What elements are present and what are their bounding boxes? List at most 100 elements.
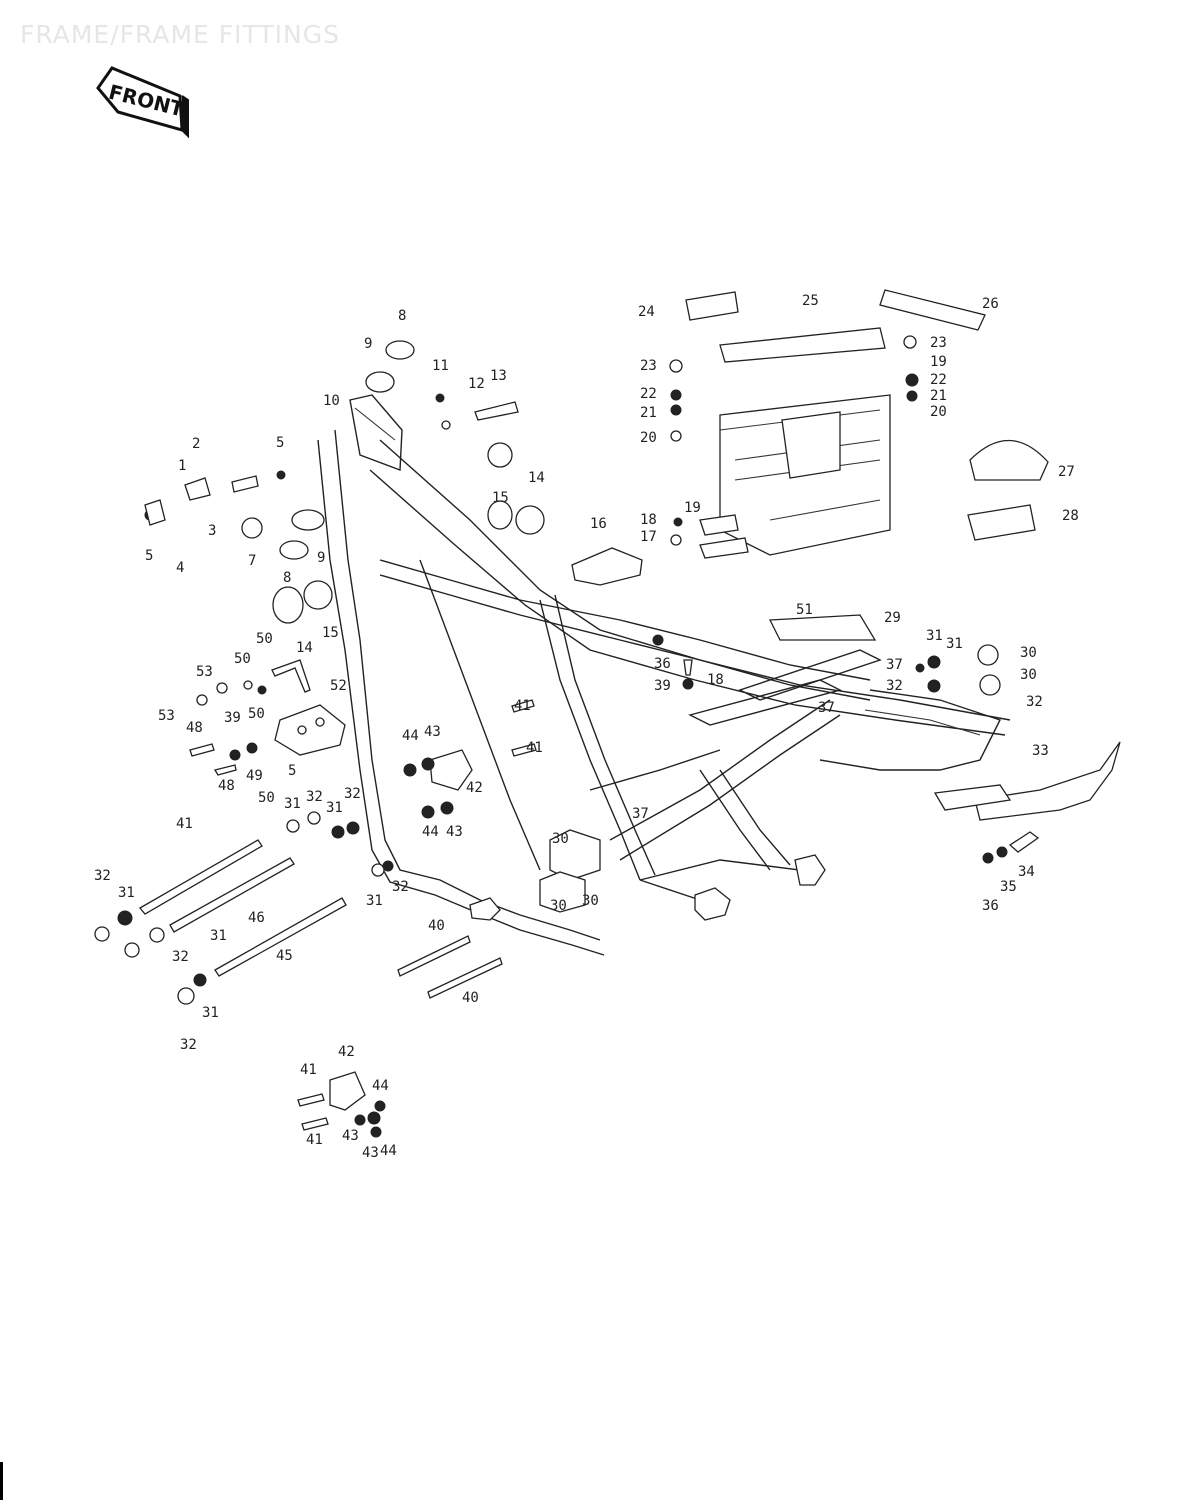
callout-30a: 30 [1020,645,1037,661]
callout-31g: 31 [202,1005,219,1021]
callout-41b: 41 [526,740,543,756]
callout-40b: 40 [462,990,479,1006]
callout-34: 34 [1018,864,1035,880]
callout-13: 13 [490,368,507,384]
callout-53b: 53 [158,708,175,724]
engine-mount-bolts [94,811,503,1005]
front-mount-plates [189,659,537,1138]
callout-7: 7 [248,553,256,569]
callout-44a: 44 [402,728,419,744]
callout-32d: 32 [344,786,361,802]
callout-21a: 21 [640,405,657,421]
callout-15a: 15 [322,625,339,641]
callout-31b: 31 [946,636,963,652]
callout-5b: 5 [276,435,284,451]
callout-19: 19 [684,500,701,516]
callout-35: 35 [1000,879,1017,895]
callout-17: 17 [640,529,657,545]
callout-43c: 43 [342,1128,359,1144]
callout-11: 11 [432,358,449,374]
callout-31e: 31 [118,885,135,901]
callout-32a: 32 [886,678,903,694]
rear-fittings [652,634,1121,864]
callout-44b: 44 [422,824,439,840]
callout-41c: 41 [176,816,193,832]
callout-41a: 41 [514,698,531,714]
callout-40a: 40 [428,918,445,934]
callout-10: 10 [323,393,340,409]
callout-41e: 41 [306,1132,323,1148]
callout-30d: 30 [550,898,567,914]
callout-22b: 22 [930,372,947,388]
callout-5a: 5 [145,548,153,564]
callout-30b: 30 [1020,667,1037,683]
callout-53a: 53 [196,664,213,680]
callout-46: 46 [248,910,265,926]
callout-20a: 20 [640,430,657,446]
callout-41d: 41 [300,1062,317,1078]
callout-18b: 18 [640,512,657,528]
callout-31f: 31 [210,928,227,944]
callout-43a: 43 [424,724,441,740]
callout-42a: 42 [466,780,483,796]
scan-edge-mark [0,1462,3,1500]
callout-1: 1 [178,458,186,474]
callout-19b: 19 [930,354,947,370]
callout-32c: 32 [306,789,323,805]
battery-box [669,289,986,559]
callout-8b: 8 [398,308,406,324]
callout-14b: 14 [528,470,545,486]
callout-39: 39 [654,678,671,694]
callout-22a: 22 [640,386,657,402]
callout-26: 26 [982,296,999,312]
callout-48b: 48 [218,778,235,794]
callout-32g: 32 [180,1037,197,1053]
callout-50b: 50 [234,651,251,667]
callout-49: 49 [246,768,263,784]
callout-32b: 32 [1026,694,1043,710]
callout-31h: 31 [366,893,383,909]
callout-45: 45 [276,948,293,964]
callout-23a: 23 [640,358,657,374]
callout-36a: 36 [654,656,671,672]
side-parts [571,439,1049,641]
callout-32f: 32 [172,949,189,965]
callout-28: 28 [1062,508,1079,524]
callout-29: 29 [884,610,901,626]
callout-2: 2 [192,436,200,452]
callout-3: 3 [208,523,216,539]
callout-31a: 31 [926,628,943,644]
callout-36b: 36 [982,898,999,914]
callout-31d: 31 [326,800,343,816]
callout-23b: 23 [930,335,947,351]
callout-27: 27 [1058,464,1075,480]
callout-37c: 37 [632,806,649,822]
callout-25: 25 [802,293,819,309]
callout-labels: 1 2 3 4 5 5 5 7 8 8 9 9 10 11 12 13 14 1… [94,293,1079,1161]
callout-21b: 21 [930,388,947,404]
callout-12: 12 [468,376,485,392]
callout-50c: 50 [248,706,265,722]
callout-5c: 5 [288,763,296,779]
callout-44c: 44 [372,1078,389,1094]
callout-32h: 32 [392,879,409,895]
callout-43b: 43 [446,824,463,840]
callout-42b: 42 [338,1044,355,1060]
callout-43d: 43 [362,1145,379,1161]
callout-52: 52 [330,678,347,694]
callout-9b: 9 [317,550,325,566]
steering-head-parts [144,340,545,624]
callout-14a: 14 [296,640,313,656]
callout-20b: 20 [930,404,947,420]
callout-4: 4 [176,560,184,576]
callout-48a: 48 [186,720,203,736]
callout-30e: 30 [582,893,599,909]
callout-39b: 39 [224,710,241,726]
callout-8a: 8 [283,570,291,586]
callout-24: 24 [638,304,655,320]
callout-33: 33 [1032,743,1049,759]
callout-30c: 30 [552,831,569,847]
callout-32e: 32 [94,868,111,884]
page-title: FRAME/FRAME FITTINGS [20,20,340,49]
